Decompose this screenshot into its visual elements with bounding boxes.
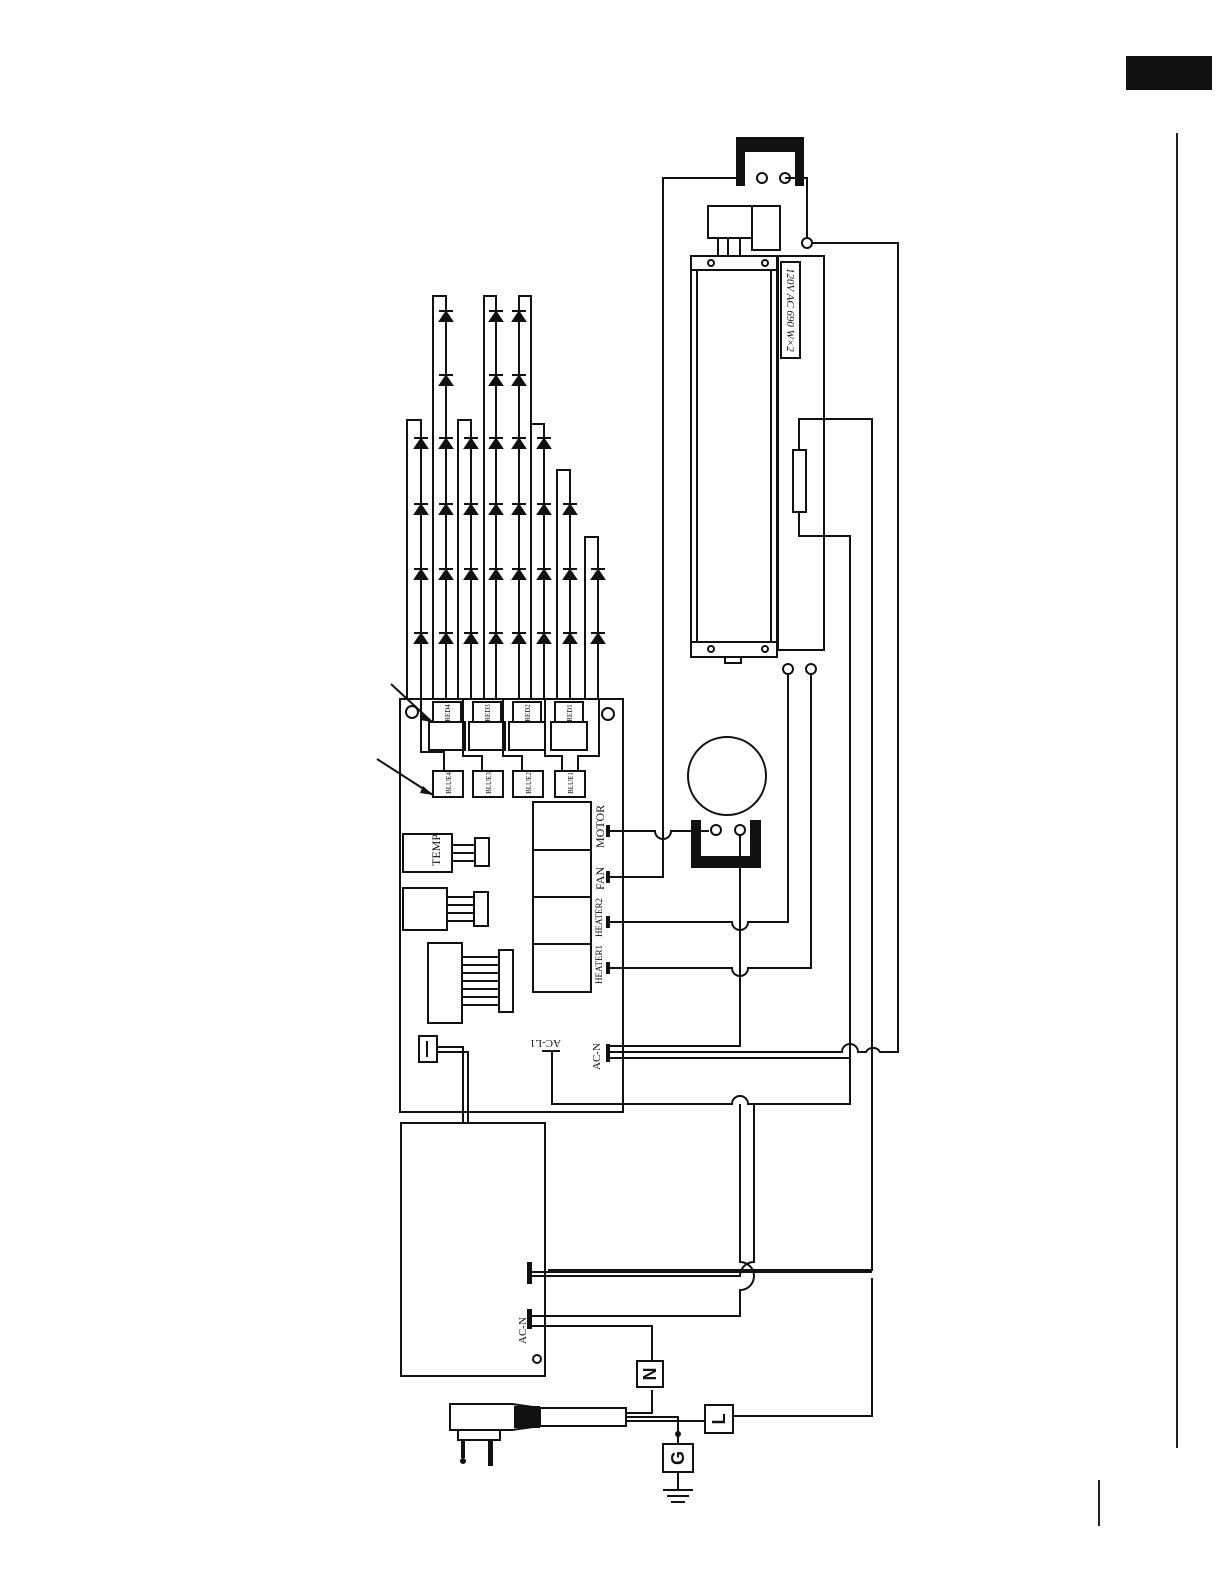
motor-label: MOTOR — [593, 805, 607, 848]
led-diode-icon — [489, 504, 503, 514]
connector-red2: RED2 — [513, 702, 541, 724]
connector-label-red4: RED4 — [444, 704, 452, 722]
fan-motor — [688, 737, 766, 868]
led-diode-icon — [489, 569, 503, 579]
led-diode-icon — [512, 438, 526, 448]
led-diode-icon — [591, 633, 605, 643]
line-label: L — [709, 1414, 729, 1425]
ground-terminal: G — [663, 1444, 693, 1502]
neutral-terminal: N — [637, 1361, 663, 1387]
heater1-label: HEATER1 — [594, 945, 604, 984]
led-diode-icon — [464, 504, 478, 514]
led-diode-icon — [439, 311, 453, 321]
led-diode-icon — [489, 633, 503, 643]
heater-terminals — [783, 664, 816, 674]
connector-red1: RED1 — [555, 702, 583, 724]
led-diode-icon — [512, 311, 526, 321]
led-diode-icon — [414, 438, 428, 448]
connector-blue1: BLUE1 — [555, 771, 585, 797]
connector-label-blue4: BLUE4 — [445, 772, 453, 794]
led-diode-icon — [489, 438, 503, 448]
connector-red3: RED3 — [473, 702, 501, 724]
connector-label-blue1: BLUE1 — [567, 772, 575, 794]
connector-label-blue3: BLUE3 — [485, 772, 493, 794]
led-diode-icon — [537, 633, 551, 643]
led-diode-icon — [537, 504, 551, 514]
power-supply-board: AC-N — [401, 1123, 545, 1376]
connector-label-red2: RED2 — [524, 704, 532, 722]
led-diode-icon — [512, 375, 526, 385]
ground-label: G — [668, 1451, 688, 1465]
line-terminal: L — [705, 1405, 733, 1433]
ac-l1-label: AC-L1 — [530, 1037, 561, 1049]
led-diode-icon — [591, 569, 605, 579]
led-diode-icon — [414, 504, 428, 514]
led-diode-icon — [439, 569, 453, 579]
led-diode-icon — [489, 311, 503, 321]
temp-sensor: TEMP — [403, 834, 489, 872]
led-diode-icon — [439, 633, 453, 643]
led-diode-icon — [489, 375, 503, 385]
heater2-label: HEATER2 — [594, 898, 604, 937]
led-strip-wire — [531, 424, 544, 700]
receiver-module — [403, 888, 488, 930]
led-diode-icon — [563, 633, 577, 643]
led-diode-icon — [512, 569, 526, 579]
connector-label-red1: RED1 — [566, 704, 574, 722]
led-diode-icon — [464, 633, 478, 643]
led-diode-icon — [464, 569, 478, 579]
led-strip-wire — [407, 420, 421, 700]
led-diode-icon — [537, 438, 551, 448]
heater-assembly: 120V AC 690 W×2 — [691, 206, 824, 663]
led-strip-wire — [585, 537, 598, 700]
led-diode-icon — [439, 438, 453, 448]
led-diode-icon — [414, 633, 428, 643]
led-strip-wire — [458, 420, 471, 700]
connector-label-red3: RED3 — [484, 704, 492, 722]
led-diode-icon — [439, 504, 453, 514]
connector-blue4: BLUE4 — [433, 771, 463, 797]
led-diode-icon — [563, 569, 577, 579]
led-diode-icon — [414, 569, 428, 579]
led-strips — [407, 296, 605, 700]
ac-n-board-label: AC-N — [591, 1043, 603, 1070]
connector-blue3: BLUE3 — [473, 771, 503, 797]
temp-label: TEMP — [429, 834, 443, 866]
fan-label: FAN — [593, 867, 607, 890]
led-diode-icon — [563, 504, 577, 514]
ac-n-psu-label: AC-N — [517, 1317, 529, 1344]
connector-blue2: BLUE2 — [513, 771, 543, 797]
led-diode-icon — [512, 504, 526, 514]
led-diode-icon — [464, 438, 478, 448]
connector-red4: RED4 — [433, 702, 461, 724]
neutral-label: N — [640, 1368, 660, 1381]
heater-rating-label: 120V AC 690 W×2 — [784, 268, 796, 352]
led-diode-icon — [537, 569, 551, 579]
led-diode-icon — [512, 633, 526, 643]
relay-bank — [533, 802, 591, 992]
connector-label-blue2: BLUE2 — [525, 772, 533, 794]
led-diode-icon — [439, 375, 453, 385]
